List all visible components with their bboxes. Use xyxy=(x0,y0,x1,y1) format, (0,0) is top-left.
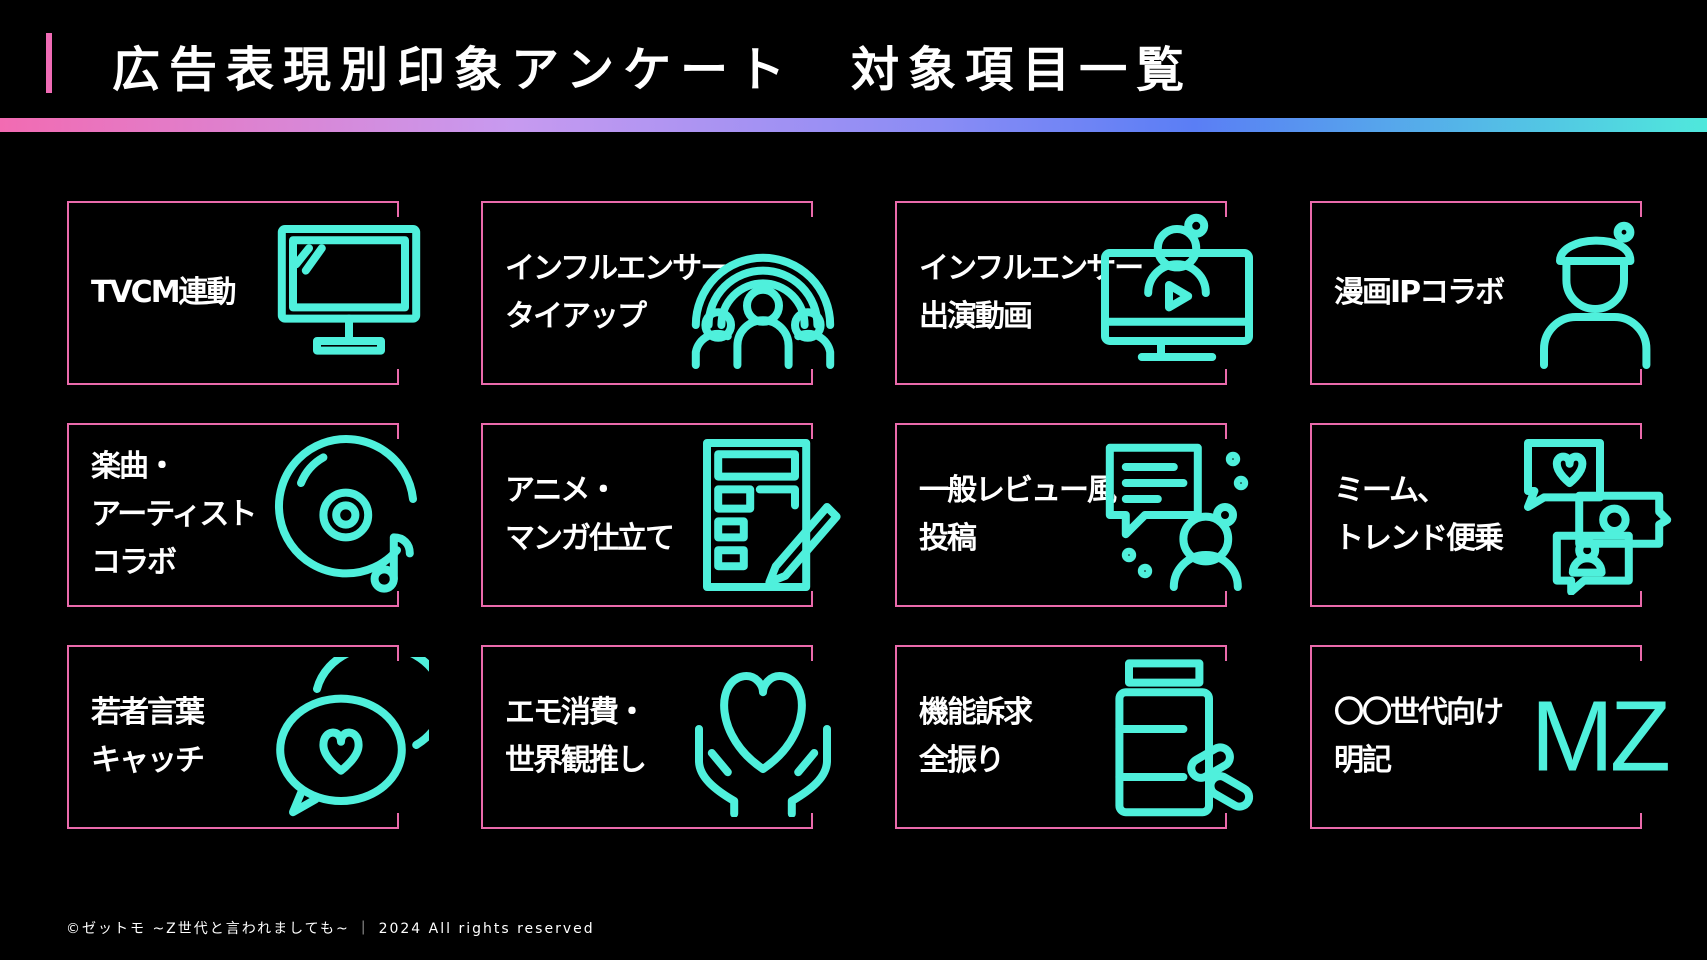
gradient-divider xyxy=(0,118,1707,132)
item-label: エモ消費・ 世界観推し xyxy=(505,695,647,778)
item-label: TVCM連動 xyxy=(91,275,237,310)
item-label: 漫画IPコラボ xyxy=(1334,275,1505,310)
heart-hands-icon xyxy=(683,657,843,818)
item-label: ミーム、 トレンド便乗 xyxy=(1334,473,1504,556)
item-card: 一般レビュー風 投稿 xyxy=(895,423,1249,607)
item-card: 〇〇世代向け 明記 MZ xyxy=(1310,645,1671,829)
video-creator-icon xyxy=(1097,213,1257,373)
item-label: 一般レビュー風 投稿 xyxy=(919,473,1117,556)
item-card: インフルエンサー タイアップ xyxy=(481,201,835,385)
item-label: 機能訴求 全振り xyxy=(919,695,1033,778)
item-label: 若者言葉 キャッチ xyxy=(91,695,205,778)
heart-speech-icon xyxy=(269,642,448,817)
footer-copyright: ©ゼットモ ~Z世代と言われましても~ ｜ 2024 All rights re… xyxy=(66,921,595,937)
item-label: インフルエンサー タイアップ xyxy=(505,251,730,334)
beret-person-icon xyxy=(1512,213,1672,373)
item-card: アニメ・ マンガ仕立て xyxy=(481,423,841,607)
social-bubbles-icon xyxy=(1512,435,1672,596)
comic-drawing-icon xyxy=(683,435,843,595)
title-accent-bar xyxy=(46,33,52,93)
item-label: アニメ・ マンガ仕立て xyxy=(505,473,675,556)
item-label: 〇〇世代向け 明記 xyxy=(1334,695,1504,778)
music-disc-icon xyxy=(269,435,429,595)
item-card: ミーム、 トレンド便乗 xyxy=(1310,423,1672,607)
item-card: 機能訴求 全振り xyxy=(895,645,1254,829)
item-card: TVCM連動 xyxy=(67,201,421,385)
page-title: 広告表現別印象アンケート 対象項目一覧 xyxy=(112,42,1194,98)
audience-icon xyxy=(683,213,843,373)
item-card: 楽曲・ アーティスト コラボ xyxy=(67,423,417,607)
medicine-bottle-icon xyxy=(1097,657,1257,817)
mz-text-icon: MZ xyxy=(1530,680,1671,793)
item-label: 楽曲・ アーティスト コラボ xyxy=(91,449,257,580)
item-card: 漫画IPコラボ xyxy=(1310,201,1651,385)
tv-monitor-icon xyxy=(269,213,429,373)
item-card: エモ消費・ 世界観推し xyxy=(481,645,831,829)
item-card: 若者言葉 キャッチ xyxy=(67,642,448,829)
item-card: インフルエンサー 出演動画 xyxy=(895,201,1253,385)
review-chat-icon xyxy=(1097,435,1257,595)
